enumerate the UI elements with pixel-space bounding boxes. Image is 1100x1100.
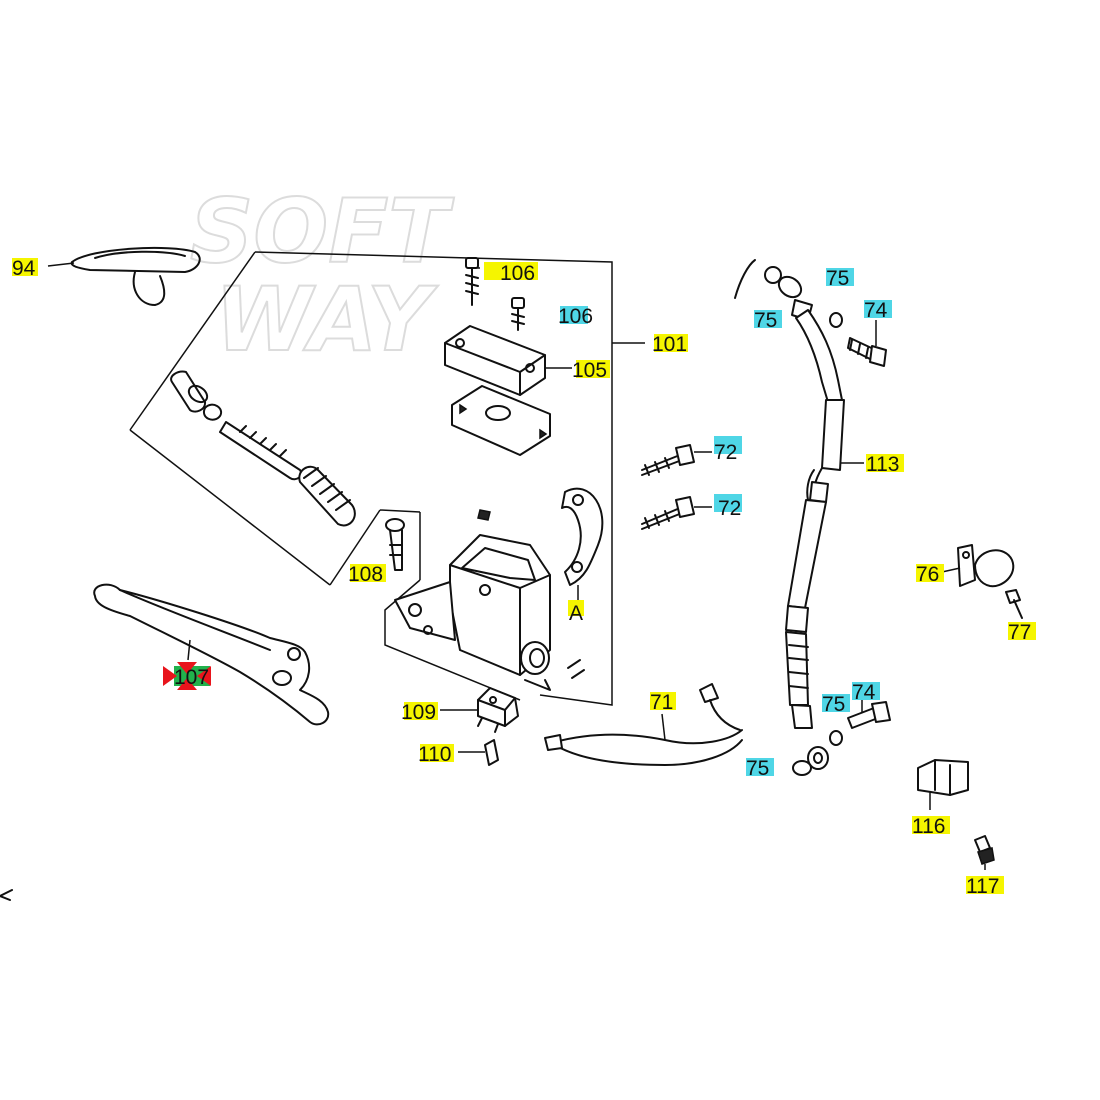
part-109-switch <box>440 687 519 733</box>
callout-117: 117 <box>966 875 999 898</box>
callout-77: 77 <box>1008 621 1031 644</box>
callout-76: 76 <box>916 563 939 586</box>
callout-75-lower-right: 75 <box>822 693 845 716</box>
hl-74b <box>852 682 880 700</box>
callout-109: 109 <box>401 701 436 724</box>
callout-75-lower-left: 75 <box>746 757 769 780</box>
hl-71 <box>650 692 676 710</box>
callout-108: 108 <box>348 563 383 586</box>
part-76-bracket <box>941 544 1015 588</box>
label-highlights <box>12 258 1036 894</box>
callout-labels: 94 106 106 101 105 108 A 107 109 110 71 … <box>12 257 1031 898</box>
hl-116 <box>912 816 950 834</box>
part-106-screws <box>465 257 525 331</box>
callout-71: 71 <box>650 691 673 714</box>
part-113-brake-hose <box>734 259 864 770</box>
hl-94 <box>12 258 38 276</box>
callout-A: A <box>569 602 583 625</box>
hl-117 <box>966 876 1004 894</box>
part-110-screw <box>458 739 499 766</box>
hl-75d <box>746 758 774 776</box>
part-clamp-half <box>561 487 604 600</box>
callout-116: 116 <box>912 815 945 838</box>
part-71-wire <box>544 683 743 766</box>
marker-107-crosshair <box>163 662 211 690</box>
hl-107 <box>174 666 210 686</box>
callout-75-upper-left: 75 <box>754 309 777 332</box>
hl-110 <box>420 744 454 762</box>
callout-75-upper-right: 75 <box>826 267 849 290</box>
hl-A <box>568 600 584 616</box>
hl-113 <box>866 454 904 472</box>
part-74-75-hardware-top <box>829 312 887 367</box>
callout-94: 94 <box>12 257 36 280</box>
part-107-brake-lever <box>93 583 330 726</box>
callout-101: 101 <box>652 333 687 356</box>
part-108-pivot-bolt <box>385 518 405 571</box>
hl-74a <box>864 300 892 318</box>
master-cylinder-body <box>394 509 585 691</box>
callout-74-upper: 74 <box>864 299 888 322</box>
callout-106-upper: 106 <box>500 262 535 285</box>
hl-101 <box>654 334 688 352</box>
callout-105: 105 <box>572 359 607 382</box>
hl-75b <box>826 268 854 286</box>
part-105-reservoir-cap <box>444 325 572 456</box>
assembly-frame <box>129 251 645 706</box>
part-74-75-hardware-bottom <box>792 700 891 776</box>
watermark-line1: SOFT <box>190 180 454 283</box>
hl-105 <box>576 360 610 378</box>
callout-113: 113 <box>866 453 899 476</box>
watermark: SOFT WAY <box>189 179 455 372</box>
hl-72b <box>714 494 742 512</box>
callout-106-lower: 106 <box>558 305 593 328</box>
callout-72-lower: 72 <box>718 497 741 520</box>
callout-110: 110 <box>418 743 451 766</box>
piston-assembly <box>170 370 356 527</box>
callout-107: 107 <box>174 666 209 689</box>
callout-72-upper: 72 <box>714 441 737 464</box>
part-72-bolts <box>641 444 712 530</box>
part-116-clip <box>917 759 969 810</box>
edge-arrow-mark <box>0 889 13 901</box>
part-77-screw <box>1005 589 1023 619</box>
hl-109 <box>404 702 438 720</box>
hl-75a <box>754 310 782 328</box>
callout-74-lower: 74 <box>852 681 876 704</box>
hl-106a <box>484 262 538 280</box>
hl-75c <box>822 694 850 712</box>
hl-106b <box>560 306 588 324</box>
hl-72a <box>714 436 742 454</box>
watermark-line2: WAY <box>215 268 439 371</box>
part-94-cover <box>47 246 201 306</box>
hl-77 <box>1008 622 1036 640</box>
hl-108 <box>350 564 386 582</box>
part-117-screw <box>974 835 995 870</box>
hl-76 <box>916 564 944 582</box>
